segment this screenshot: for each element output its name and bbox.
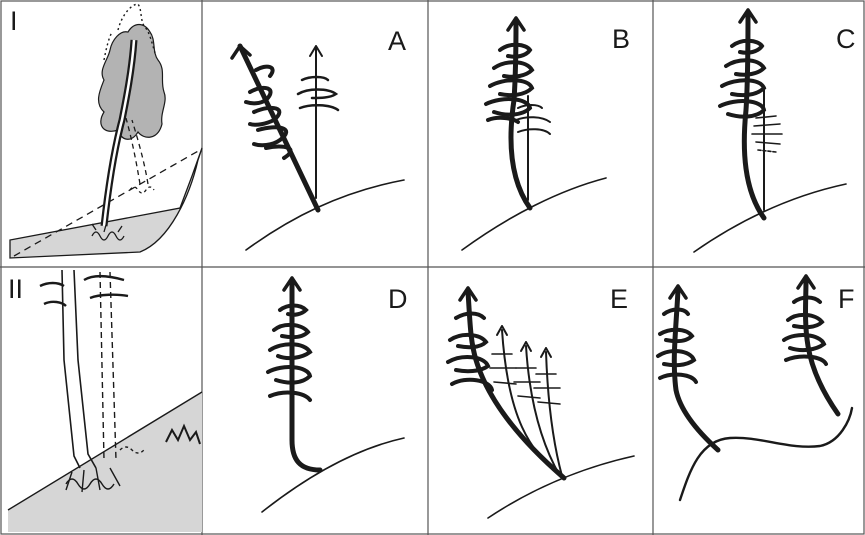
slope-line [262,438,404,512]
slope-line [694,184,846,252]
slope-line [488,456,634,518]
panel-B [462,18,606,250]
leaning-branches [246,67,291,158]
panel-label-A: A [388,26,406,56]
panel-E [448,288,634,518]
panel-label-E: E [610,284,628,314]
sparse-branches [752,116,782,152]
panel-D [262,278,404,512]
branch-stubs [40,276,128,306]
panel-label-D: D [388,284,408,314]
panel-label-II: II [8,274,23,304]
panel-label-C: C [836,24,856,54]
big-branches [720,41,764,117]
panel-label-F: F [838,284,855,314]
hollow-trunk [62,270,96,468]
panel-II [8,270,202,532]
upright-branches [298,77,338,110]
sprout-stems [497,326,562,476]
panel-label-B: B [612,24,630,54]
left-curved-trunk [674,290,718,450]
dashed-original-trunk [100,272,116,460]
ground-dip [680,408,852,500]
slope-line [462,178,606,250]
thin-branches [516,105,550,134]
panel-A [232,46,404,250]
panel-label-I: I [10,6,18,36]
panel-C [694,10,846,252]
branches [268,306,310,401]
ground-slope [8,392,202,532]
panel-I [10,4,202,258]
main-trunk [468,292,564,478]
slope-line [246,180,404,250]
big-branches [486,45,532,122]
panel-F [658,276,852,500]
